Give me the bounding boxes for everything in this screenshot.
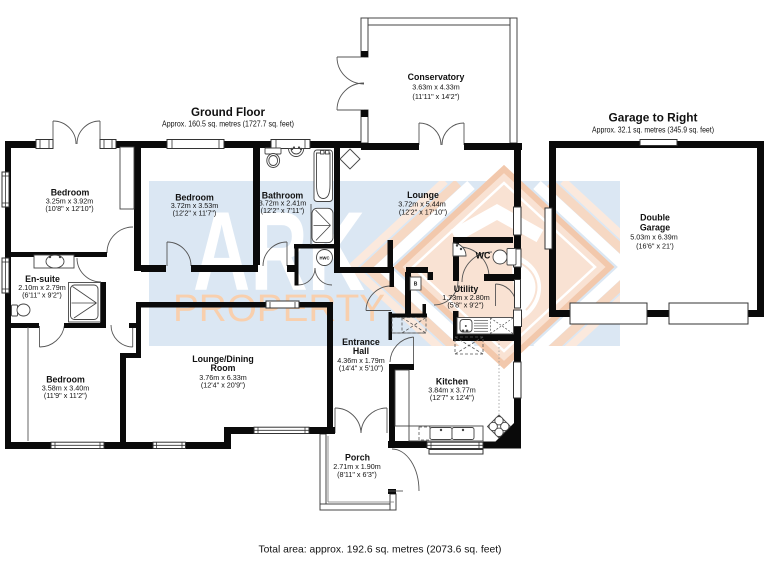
svg-text:PROPERTY: PROPERTY [173, 288, 385, 330]
svg-text:Total area: approx. 192.6 sq.: Total area: approx. 192.6 sq. metres (20… [259, 544, 502, 556]
svg-text:3.72m x 2.41m: 3.72m x 2.41m [259, 199, 307, 208]
svg-text:(12'7" x 12'4"): (12'7" x 12'4") [430, 393, 474, 402]
svg-text:Hall: Hall [353, 346, 369, 356]
svg-text:(11'11" x 14'2"): (11'11" x 14'2") [412, 92, 459, 101]
svg-text:Bathroom: Bathroom [262, 191, 304, 201]
svg-text:(11'9" x 11'2"): (11'9" x 11'2") [44, 391, 87, 400]
svg-text:Garage: Garage [640, 223, 670, 233]
svg-text:3.63m x 4.33m: 3.63m x 4.33m [412, 83, 460, 92]
svg-text:Entrance: Entrance [342, 337, 380, 347]
svg-text:(10'8" x 12'10"): (10'8" x 12'10") [45, 204, 93, 213]
svg-text:Bedroom: Bedroom [46, 375, 85, 385]
svg-text:Double: Double [640, 213, 670, 223]
svg-text:Utility: Utility [454, 284, 479, 294]
svg-text:3.58m x 3.40m: 3.58m x 3.40m [42, 384, 90, 393]
svg-text:Kitchen: Kitchen [436, 377, 468, 387]
svg-text:Approx. 160.5 sq. metres (1727: Approx. 160.5 sq. metres (1727.7 sq. fee… [162, 120, 294, 129]
svg-text:2.10m x 2.79m: 2.10m x 2.79m [18, 283, 66, 292]
svg-text:HWC: HWC [319, 256, 329, 261]
svg-text:Bedroom: Bedroom [51, 188, 90, 198]
svg-text:Bedroom: Bedroom [175, 193, 214, 203]
svg-text:5.03m x 6.39m: 5.03m x 6.39m [630, 233, 678, 242]
svg-text:(12'4" x 20'9"): (12'4" x 20'9") [201, 381, 245, 390]
svg-text:Room: Room [211, 363, 236, 373]
svg-text:Lounge/Dining: Lounge/Dining [192, 354, 254, 364]
svg-text:3.72m x 5.44m: 3.72m x 5.44m [398, 200, 446, 209]
svg-text:(12'2" x 7'11"): (12'2" x 7'11") [261, 206, 305, 215]
svg-text:(12'2" x 17'10"): (12'2" x 17'10") [399, 208, 447, 217]
svg-text:B: B [414, 282, 418, 288]
svg-text:(16'6" x 21'): (16'6" x 21') [636, 242, 674, 251]
svg-text:Lounge: Lounge [407, 190, 439, 200]
svg-text:(12'2" x 11'7"): (12'2" x 11'7") [173, 209, 217, 218]
svg-text:(14'4" x 5'10"): (14'4" x 5'10") [339, 364, 383, 373]
svg-text:3.76m x 6.33m: 3.76m x 6.33m [199, 373, 247, 382]
svg-text:Ground Floor: Ground Floor [191, 105, 265, 119]
svg-text:(5'8" x 9'2"): (5'8" x 9'2") [447, 301, 483, 310]
svg-text:3.72m x 3.53m: 3.72m x 3.53m [171, 201, 219, 210]
svg-text:1.73m x 2.80m: 1.73m x 2.80m [442, 293, 490, 302]
svg-text:(8'11" x 6'3"): (8'11" x 6'3") [337, 470, 377, 479]
svg-text:Conservatory: Conservatory [408, 72, 465, 82]
svg-text:En-suite: En-suite [25, 274, 60, 284]
svg-text:(6'11" x 9'2"): (6'11" x 9'2") [22, 291, 62, 300]
svg-text:Garage to Right: Garage to Right [609, 111, 698, 125]
svg-text:Porch: Porch [345, 453, 370, 463]
svg-text:WC: WC [476, 251, 491, 261]
svg-text:3.25m x 3.92m: 3.25m x 3.92m [46, 197, 94, 206]
svg-text:3.84m x 3.77m: 3.84m x 3.77m [428, 386, 476, 395]
svg-text:4.36m x 1.79m: 4.36m x 1.79m [337, 356, 385, 365]
svg-text:2.71m x 1.90m: 2.71m x 1.90m [333, 462, 381, 471]
svg-text:Approx. 32.1 sq. metres (345.9: Approx. 32.1 sq. metres (345.9 sq. feet) [592, 126, 714, 135]
